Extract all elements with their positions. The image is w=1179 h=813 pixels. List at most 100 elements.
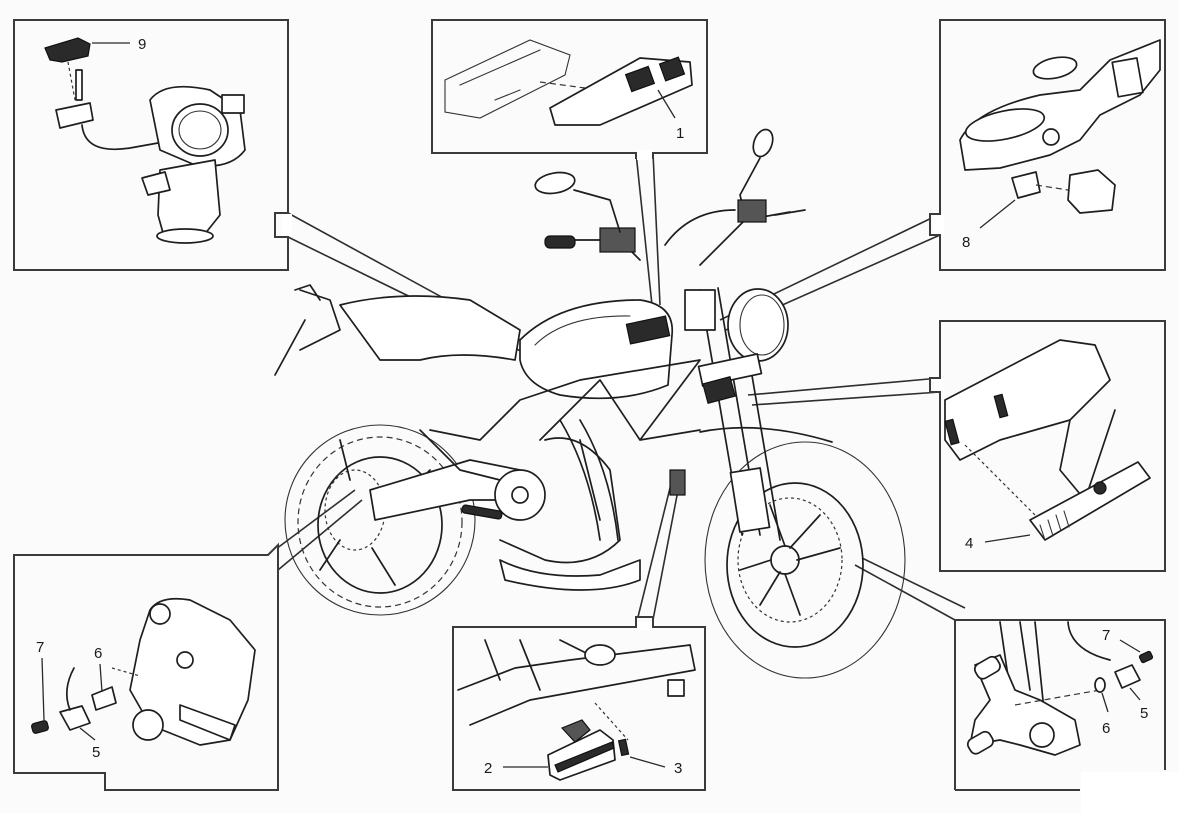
left-grip [544,235,576,249]
tank-highlight [534,315,631,346]
panel-horn: 2 3 [452,616,706,791]
panel-ecu: 1 [431,19,708,160]
leader-ecu-right [652,152,661,306]
leader-lines [267,152,966,626]
callout-label-4: 4 [965,535,973,552]
trellis-frame [429,359,701,521]
caliper-mount-hole [132,709,164,741]
callout-line-6b [1101,692,1109,713]
injector [141,171,171,196]
callout-line-4 [984,534,1031,543]
flyscreen [664,209,736,246]
horn-rim [554,741,615,773]
stem-bore [1032,56,1078,80]
leader-horn-right [651,479,681,626]
caliper-bolt [176,651,194,669]
right-switchgear [737,199,767,223]
ecu-bracket-detail [459,49,541,101]
immobilizer-antenna-part [1011,171,1041,199]
front-rim [726,482,864,648]
frame-tube [457,644,696,726]
caliper-bleed [149,603,171,625]
rear-sensor-screw [31,720,49,734]
exhaust-header [559,419,619,541]
stud-b [944,418,960,446]
caliper-slot [179,704,236,741]
manifold-flange [156,228,214,244]
ecu-on-bike [625,315,671,345]
callout-label-7: 7 [36,639,44,656]
headlight-lens [739,294,785,356]
rear-tire-tread [297,436,463,608]
ecu-part [549,57,693,126]
stud-a [993,393,1009,419]
front-washer-part [1094,677,1106,693]
front-tire-outer [704,441,906,679]
sensor-nipple [75,69,83,101]
horn-on-bike [669,469,686,496]
panel-rear-caliper: 7 6 5 [13,542,279,791]
leader-module-lower [751,391,941,406]
callout-label-7b: 7 [1102,627,1110,644]
engine-cover-center [511,486,529,504]
panel-front-caliper: 7 5 6 [954,619,1179,813]
callout-label-3: 3 [674,760,682,777]
callout-line-3 [629,756,666,768]
callout-label-6: 6 [94,645,102,662]
sensor-axis-front [1014,689,1101,706]
callout-line-7 [41,657,45,721]
leader-ecu-left [635,152,653,306]
sensor-axis [111,667,141,677]
callout-line-6 [99,663,103,693]
clamp-ear [1111,57,1144,98]
corner-blank [1081,772,1179,813]
horn-bolt [617,738,630,757]
axle-bore [1029,722,1055,748]
callout-label-5b: 5 [1140,705,1148,722]
front-fender [699,426,833,443]
panel-frame [431,19,708,159]
callout-label-2: 2 [484,760,492,777]
panel-frame [955,619,1166,791]
front-wheel-sensor [1114,664,1141,689]
callout-line-7b [1119,639,1141,653]
brake-lever [774,209,806,216]
rear-tire-outer [284,424,476,616]
rear-wheel-sensor [59,705,91,731]
throttle-bore [171,103,229,157]
engine-clutch-cover [494,469,546,521]
callout-label-5: 5 [92,744,100,761]
leader-horn-left [635,479,673,626]
map-sensor-part [44,37,91,63]
ecu-connector-a [624,65,656,93]
caliper-mount-lower [966,730,994,755]
front-hub [770,545,800,575]
rear-rim [317,456,443,594]
callout-line-1 [657,89,676,119]
horn-terminal [560,719,591,743]
ignition-switch [1067,169,1116,214]
vacuum-hose [81,124,159,151]
panel-frame [452,616,706,791]
right-mirror [752,128,774,158]
fork-tube-bore [964,108,1046,142]
mount-axis [1035,184,1069,191]
callout-label-1: 1 [676,125,684,142]
callout-label-9: 9 [138,36,146,53]
panel-frame-module: 4 [929,320,1166,572]
frame-nut [667,679,685,697]
lower-triple-clamp [697,353,763,387]
leader-rear-lower [277,499,363,571]
callout-line-8 [979,199,1016,229]
ecu-connector-b [658,56,686,82]
license-holder [294,284,321,301]
callout-line-5b [1129,687,1141,701]
motorcycle-illustration [274,128,906,679]
front-sensor-screw [1138,650,1154,664]
rear-shock [419,429,501,481]
fork-slider [729,467,771,533]
front-disc [737,497,843,623]
leader-rear-upper [267,489,356,556]
ecu-mount-axis [539,81,586,89]
headlight [727,288,789,362]
